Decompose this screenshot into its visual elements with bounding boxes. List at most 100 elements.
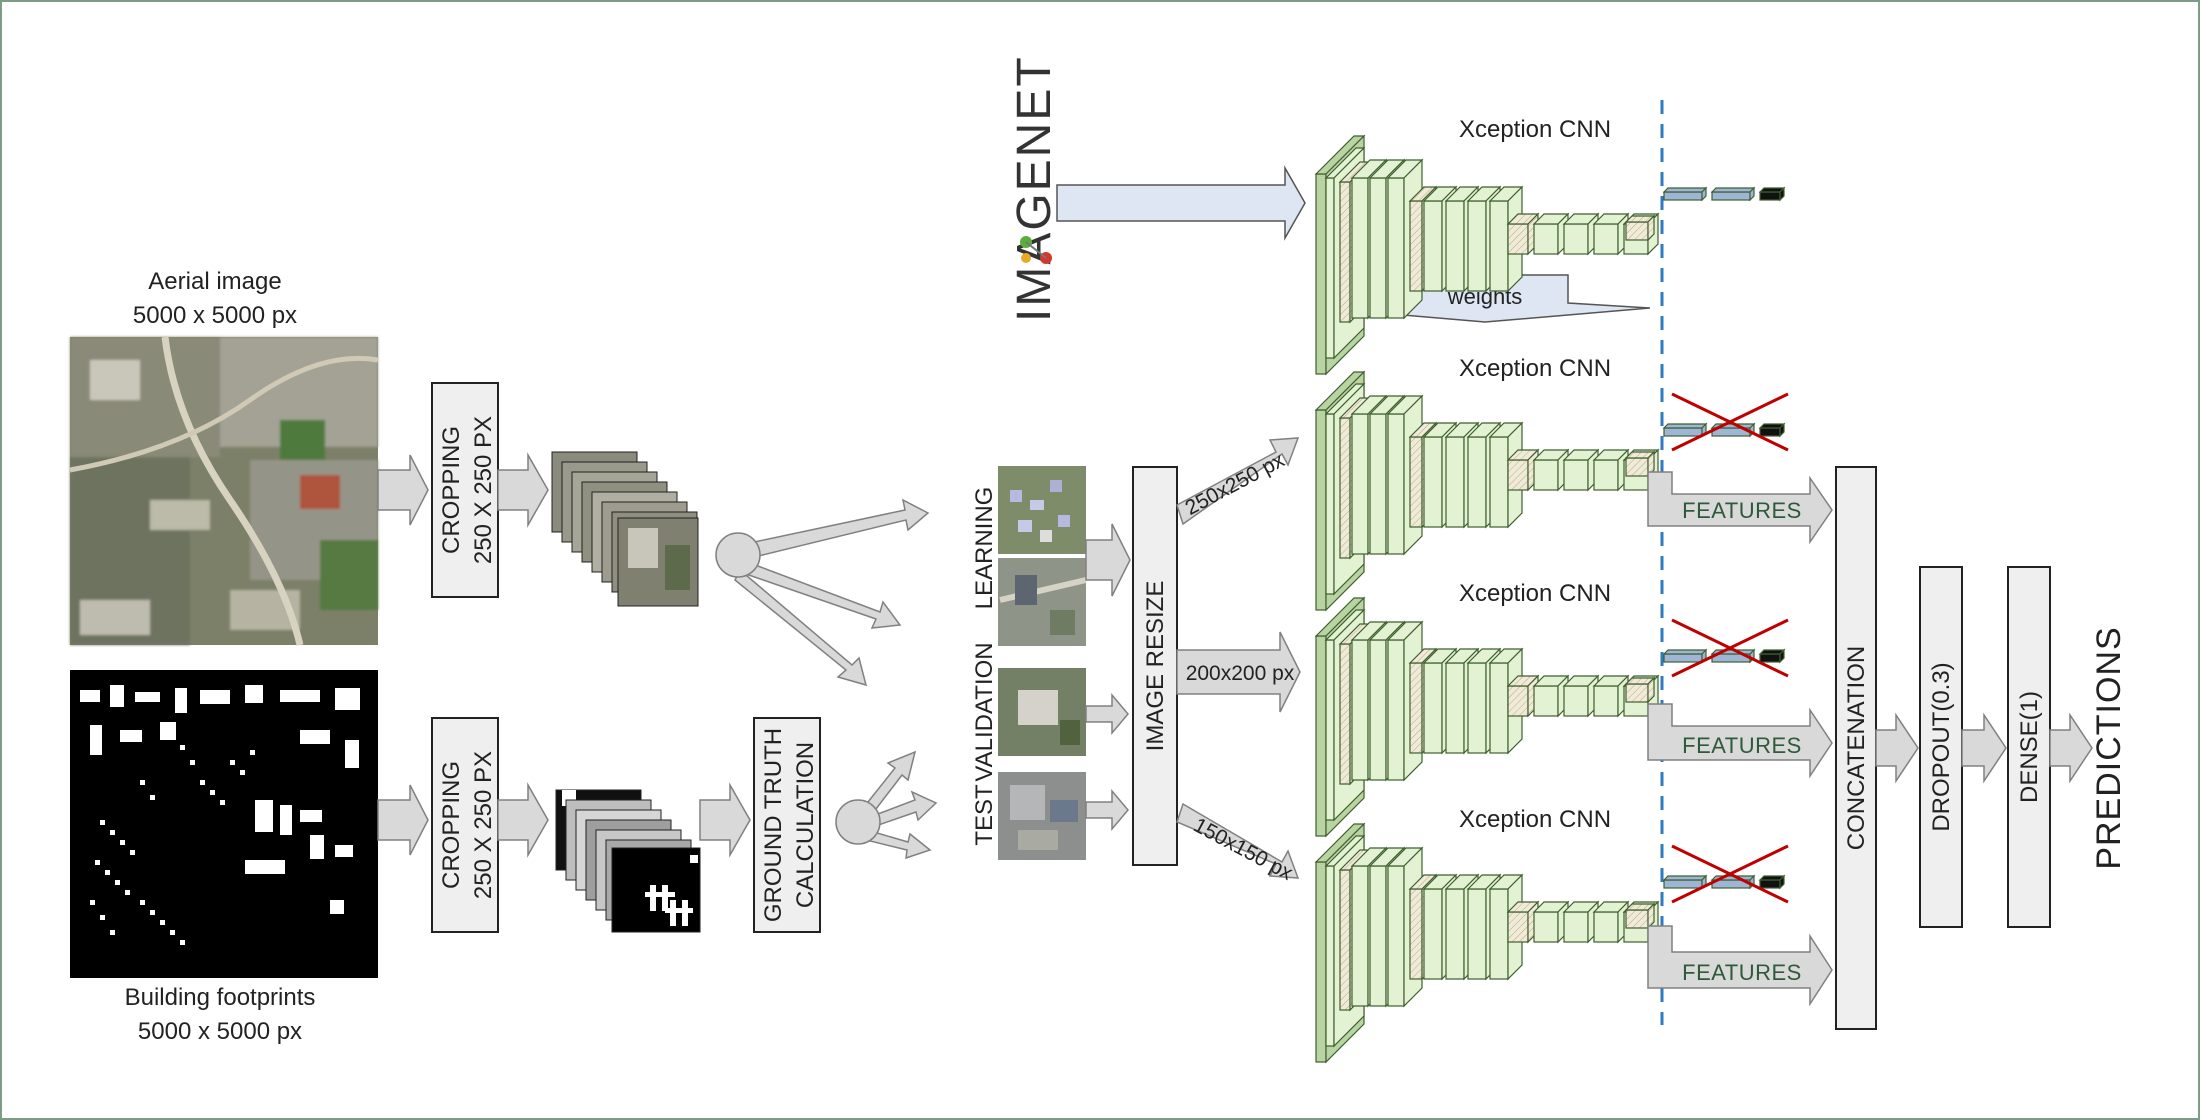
dataset-thumbnails [998,466,1087,860]
footprint-image-title: Building footprints [125,984,316,1011]
aerial-tile-stack [551,451,699,607]
aerial-image-title: Aerial image [148,268,281,295]
top-layers-branch-2 [1662,618,1789,678]
arrow-validation-to-resize [1085,692,1129,736]
cnn-layer [1532,448,1570,492]
imagenet-logo-mark [1020,236,1052,264]
cropping-size-label: 250 X 250 PX [470,416,497,564]
features-label-2: FEATURES [1682,733,1802,758]
arrow-cropping-to-tiles-aerial [497,452,549,528]
arrow-test-to-resize [1085,788,1129,832]
resize-arrow-150: 150x150 px [1176,802,1300,886]
cnn-layer-hatched [1624,676,1656,704]
aerial-image [69,336,379,646]
arrow-dropout-to-dense [1961,712,2007,784]
resize-arrow-250: 250x250 px [1176,437,1300,526]
cnn-branch-2 [1314,596,1660,838]
features-arrow-1: FEATURES [1647,471,1833,545]
aerial-image-size: 5000 x 5000 px [133,302,297,329]
output-layer-block [1758,186,1786,202]
image-resize-label: IMAGE RESIZE [1142,581,1169,752]
arrow-learning-to-resize [1085,523,1131,597]
cnn-layer-hatched [1624,902,1656,930]
cropping-box-aerial: CROPPING 250 X 250 PX [431,382,499,598]
cnn-pretrained [1314,134,1660,376]
features-arrow-3: FEATURES [1647,925,1833,1007]
top-layers-branch-1 [1662,392,1789,452]
set-label-test: TEST [971,784,998,846]
dense-box: DENSE(1) [2007,566,2051,928]
features-arrow-2: FEATURES [1647,703,1833,779]
resize-label-150: 150x150 px [1190,814,1297,886]
removed-layers-cross [1671,844,1789,904]
arrow-cropping-to-tiles-footprint [497,782,549,858]
cnn-branch-1 [1314,370,1660,612]
cnn-layer-hatched [1624,450,1656,478]
top-layers-pretrained [1662,186,1786,202]
cnn-layer [1592,900,1630,944]
removed-layers-cross [1671,392,1789,452]
cnn-label-branch-1: Xception CNN [1459,355,1611,382]
top-layers [1662,186,1789,904]
dropout-label: DROPOUT(0.3) [1928,662,1955,831]
concatenation-box: CONCATENATION [1835,466,1877,1030]
features-label-3: FEATURES [1682,960,1802,985]
dense-layer-block [1710,186,1756,202]
imagenet-logo: IMAGENET [1008,55,1061,322]
cnn-label-branch-3: Xception CNN [1459,806,1611,833]
arrow-concat-to-dropout [1875,712,1919,784]
split-node-aerial [715,498,930,687]
cnn-layer [1532,674,1570,718]
cnn-layer [1592,212,1630,256]
footprint-image [70,670,378,978]
cnn-layer [1592,448,1630,492]
dense-label: DENSE(1) [2016,691,2043,803]
output-layer-block [1758,648,1786,664]
split-node-footprint [835,750,938,860]
ground-truth-box: GROUND TRUTH CALCULATION [753,717,821,933]
resize-label-250: 250x250 px [1182,448,1289,520]
top-layers-branch-3 [1662,844,1789,904]
arrow-footprint-to-cropping [377,784,429,856]
arrow-imagenet-to-cnn [1056,165,1306,241]
dense-layer-block [1662,186,1708,202]
cnn-layer [1532,900,1570,944]
dense-layer-block [1662,648,1708,664]
arrow-tiles-to-ground-truth [699,782,751,858]
cnn-branch-3 [1314,822,1660,1064]
cropping-box-footprint: CROPPING 250 X 250 PX [431,717,499,933]
dense-layer-block [1662,874,1708,890]
ground-truth-label-line1: GROUND TRUTH [760,728,787,922]
footprint-tile-stack [555,789,701,933]
removed-layers-cross [1671,618,1789,678]
cnn-layer [1562,448,1600,492]
output-layer-block [1758,422,1786,438]
cropping-label: CROPPING [438,426,465,554]
concatenation-label: CONCATENATION [1843,646,1870,850]
output-layer-block [1758,874,1786,890]
ground-truth-label-line2: CALCULATION [792,742,819,908]
resize-arrow-200: 200x200 px [1176,631,1301,713]
cropping-size-label: 250 X 250 PX [470,751,497,899]
set-label-validation: VALIDATION [971,642,998,781]
image-resize-box: IMAGE RESIZE [1132,466,1178,866]
resize-label-200: 200x200 px [1186,662,1295,685]
cnn-layer [1592,674,1630,718]
predictions-label: PREDICTIONS [2090,626,2128,869]
dense-layer-block [1662,422,1708,438]
set-label-learning: LEARNING [971,487,998,610]
arrow-aerial-to-cropping [377,454,429,526]
cnn-layer [1562,900,1600,944]
arrow-dense-to-predictions [2049,712,2093,784]
cnn-label-pretrained: Xception CNN [1459,116,1611,143]
features-label-1: FEATURES [1682,498,1802,523]
footprint-image-size: 5000 x 5000 px [138,1018,302,1045]
cnn-layer [1562,674,1600,718]
cnn-stack [1314,134,1660,1064]
imagenet-logo-text: IMAGENET [1008,55,1061,322]
cropping-label: CROPPING [438,761,465,889]
cnn-layer [1532,212,1570,256]
dropout-box: DROPOUT(0.3) [1919,566,1963,928]
